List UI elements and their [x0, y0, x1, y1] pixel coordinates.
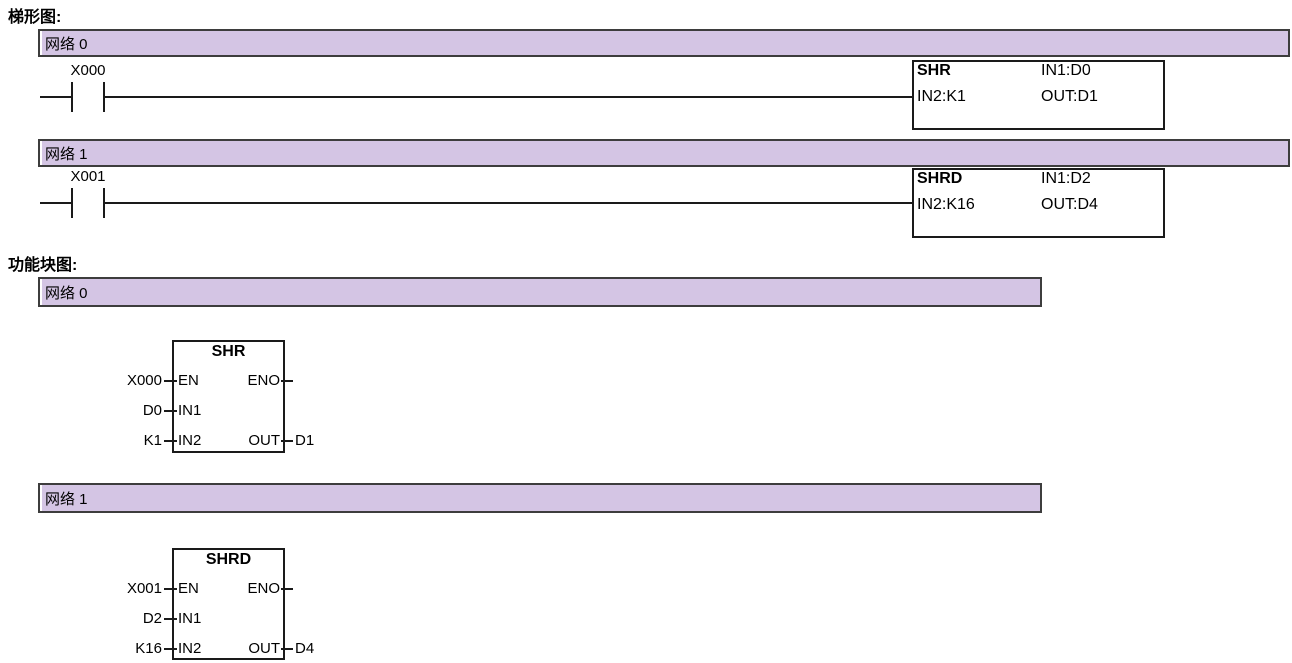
fbd-shr-out-label: OUT	[248, 432, 280, 449]
fbd-shrd-eno-pin-line	[281, 588, 293, 590]
shrd-box-name: SHRD	[917, 170, 963, 187]
shrd-box-out: OUT:D4	[1041, 196, 1098, 213]
fbd-shrd-in2-operand: K16	[135, 640, 162, 657]
fbd-shrd-en-operand: X001	[126, 580, 162, 597]
ladder-network-0-header: 网络 0	[38, 29, 1290, 57]
contact-x000-left-bar	[71, 82, 73, 112]
fbd-shrd-in2-pin-line	[164, 648, 177, 650]
fbd-network-0-header: 网络 0	[38, 277, 1042, 307]
fbd-shr-title: SHR	[211, 343, 246, 360]
fbd-shrd-out-pin-line	[281, 648, 293, 650]
fbd-shr-out-pin-line	[281, 440, 293, 442]
fbd-shrd-in1-operand: D2	[142, 610, 162, 627]
contact-x001-label: X001	[70, 168, 106, 185]
fbd-shrd-in1-label: IN1	[178, 610, 202, 627]
fbd-shr-in2-label: IN2	[178, 432, 202, 449]
fbd-shr-out-operand: D1	[295, 432, 315, 449]
contact-x001-right-bar	[103, 188, 105, 218]
shr-box-out: OUT:D1	[1041, 88, 1098, 105]
fbd-block-shr	[172, 340, 285, 453]
fbd-network-0-label: 网络 0	[45, 284, 88, 302]
fbd-shr-in2-operand: K1	[143, 432, 162, 449]
rung0-wire-right	[105, 96, 913, 98]
fbd-network-1-header: 网络 1	[38, 483, 1042, 513]
ladder-section-title: 梯形图:	[8, 9, 62, 26]
fbd-shr-in1-label: IN1	[178, 402, 202, 419]
fbd-shrd-title: SHRD	[205, 551, 252, 568]
fbd-shrd-in1-pin-line	[164, 618, 177, 620]
fbd-shrd-in2-label: IN2	[178, 640, 202, 657]
ladder-network-1-header: 网络 1	[38, 139, 1290, 167]
fbd-shr-eno-pin-line	[281, 380, 293, 382]
contact-x001-left-bar	[71, 188, 73, 218]
rung1-wire-left	[40, 202, 72, 204]
shr-box-in2: IN2:K1	[917, 88, 966, 105]
ladder-instruction-box-shr	[912, 60, 1165, 130]
fbd-block-shrd	[172, 548, 285, 660]
fbd-shrd-en-label: EN	[178, 580, 199, 597]
fbd-shr-en-pin-line	[164, 380, 177, 382]
fbd-shrd-out-operand: D4	[295, 640, 315, 657]
fbd-network-1-label: 网络 1	[45, 490, 88, 508]
fbd-shr-in2-pin-line	[164, 440, 177, 442]
fbd-shr-in1-pin-line	[164, 410, 177, 412]
shrd-box-in1: IN1:D2	[1041, 170, 1091, 187]
ladder-network-0-label: 网络 0	[45, 35, 88, 53]
fbd-shr-in1-operand: D0	[142, 402, 162, 419]
fbd-shr-en-operand: X000	[126, 372, 162, 389]
ladder-instruction-box-shrd	[912, 168, 1165, 238]
ladder-network-1-label: 网络 1	[45, 145, 88, 163]
fbd-shrd-eno-label: ENO	[247, 580, 280, 597]
contact-x000-right-bar	[103, 82, 105, 112]
fbd-shrd-out-label: OUT	[248, 640, 280, 657]
fbd-section-title: 功能块图:	[8, 257, 78, 274]
fbd-shr-eno-label: ENO	[247, 372, 280, 389]
fbd-shr-en-label: EN	[178, 372, 199, 389]
rung0-wire-left	[40, 96, 72, 98]
rung1-wire-right	[105, 202, 913, 204]
shrd-box-in2: IN2:K16	[917, 196, 975, 213]
shr-box-name: SHR	[917, 62, 951, 79]
contact-x000-label: X000	[70, 62, 106, 79]
shr-box-in1: IN1:D0	[1041, 62, 1091, 79]
fbd-shrd-en-pin-line	[164, 588, 177, 590]
